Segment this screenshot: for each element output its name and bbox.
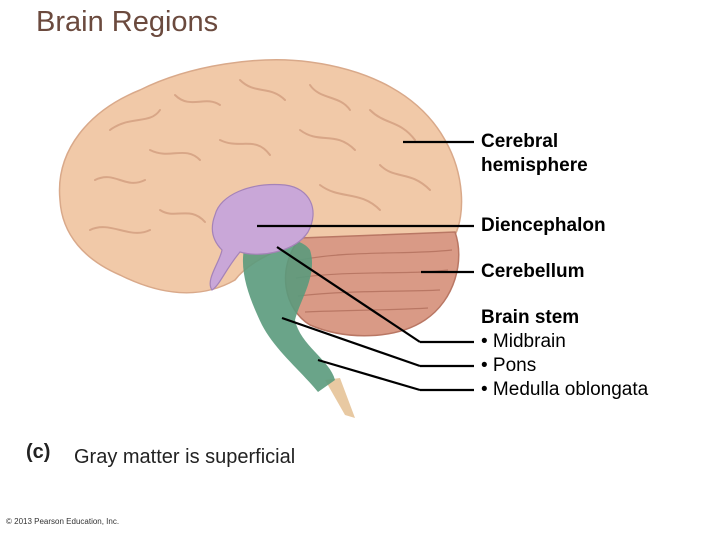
- spinal-cord: [325, 378, 355, 418]
- label-cerebral-line2: hemisphere: [481, 154, 588, 178]
- panel-caption: Gray matter is superficial: [74, 446, 295, 469]
- label-medulla: • Medulla oblongata: [481, 378, 648, 402]
- label-cerebral-line1: Cerebral: [481, 130, 588, 154]
- label-pons: • Pons: [481, 354, 648, 378]
- panel-letter: (c): [26, 441, 50, 464]
- cerebellum: [286, 232, 459, 336]
- copyright-notice: © 2013 Pearson Education, Inc.: [6, 517, 119, 526]
- label-cerebellum: Cerebellum: [481, 260, 584, 284]
- label-cerebral-hemisphere: Cerebral hemisphere: [481, 130, 588, 178]
- label-brainstem: Brain stem • Midbrain • Pons • Medulla o…: [481, 306, 648, 402]
- label-brainstem-heading: Brain stem: [481, 306, 648, 330]
- label-midbrain: • Midbrain: [481, 330, 648, 354]
- label-diencephalon: Diencephalon: [481, 214, 606, 238]
